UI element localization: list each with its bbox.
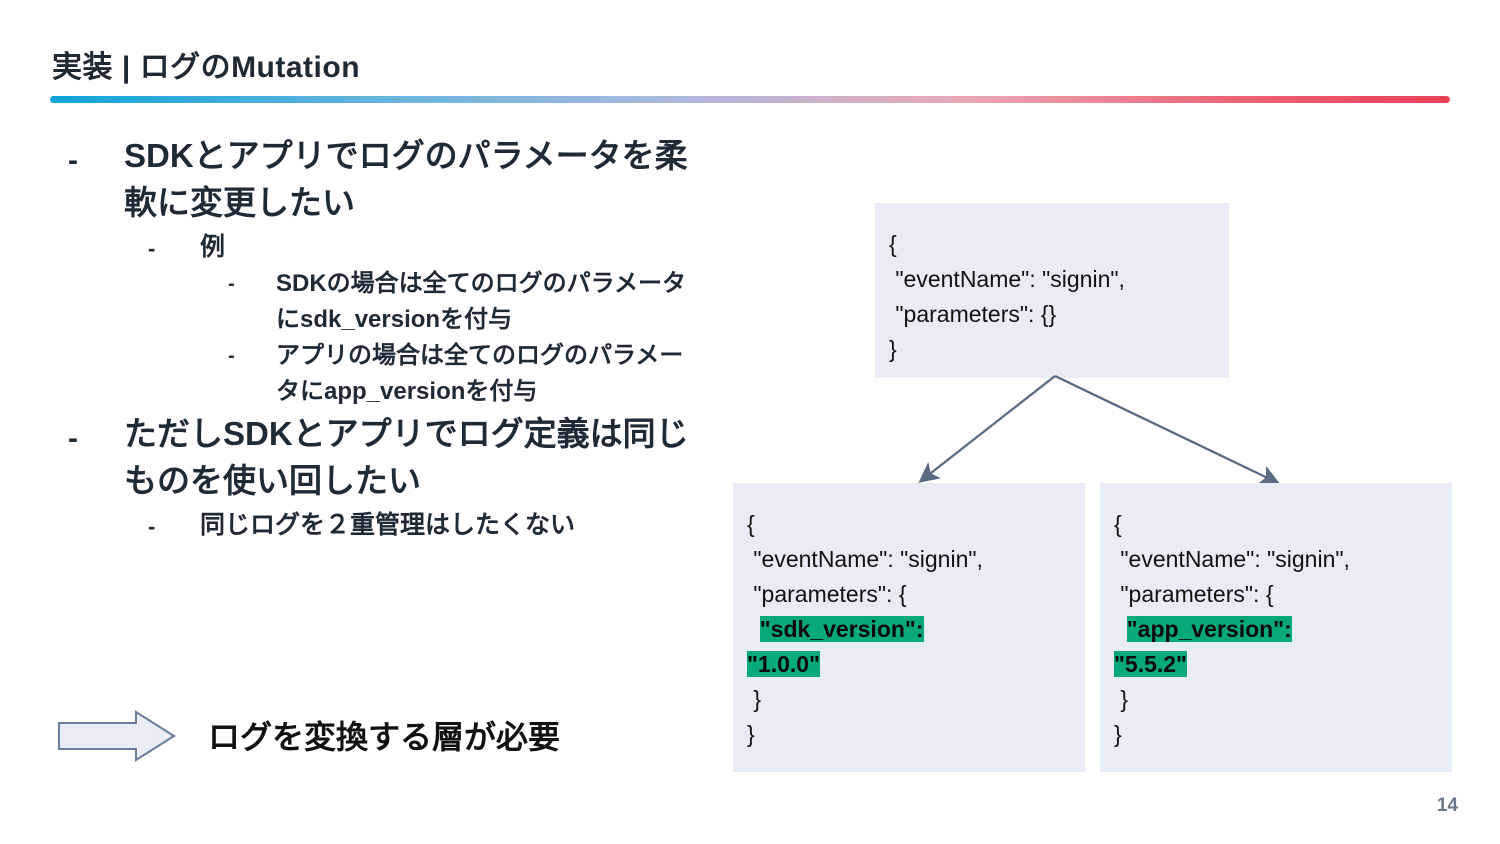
list-item-label: SDKの場合は全てのログのパラメータにsdk_versionを付与	[276, 270, 686, 333]
list-item-label: SDKとアプリでログのパラメータを柔軟に変更したい	[124, 137, 688, 221]
bullet-dash-icon: -	[228, 345, 235, 367]
list-item-label: ただしSDKとアプリでログ定義は同じものを使い回したい	[124, 415, 689, 499]
bullet-dash-icon: -	[148, 514, 156, 539]
list-item-label: アプリの場合は全てのログのパラメータにapp_versionを付与	[276, 342, 684, 405]
connector-arrow-left	[918, 375, 1056, 483]
json-suffix-lines: } }	[747, 686, 762, 747]
bullet-dash-icon: -	[68, 422, 78, 455]
title-gradient-rule	[50, 96, 1450, 103]
list-item: - SDKとアプリでログのパラメータを柔軟に変更したい	[0, 132, 720, 226]
sdk-version-json-box: { "eventName": "signin", "parameters": {…	[733, 483, 1085, 772]
list-item: - 同じログを２重管理はしたくない	[0, 506, 720, 544]
bullet-dash-icon: -	[148, 236, 156, 261]
highlight-value: "1.0.0"	[747, 651, 820, 677]
right-block-arrow-icon	[58, 710, 176, 762]
bullet-list: - SDKとアプリでログのパラメータを柔軟に変更したい - 例 - SDKの場合…	[0, 132, 720, 544]
bullet-dash-icon: -	[228, 273, 235, 295]
list-item: - 例	[0, 228, 720, 266]
callout-text: ログを変換する層が必要	[208, 719, 561, 755]
list-item: - アプリの場合は全てのログのパラメータにapp_versionを付与	[0, 338, 720, 410]
json-prefix-lines: { "eventName": "signin", "parameters": {	[1114, 511, 1350, 607]
app-version-json-box: { "eventName": "signin", "parameters": {…	[1100, 483, 1452, 772]
source-json-code: { "eventName": "signin", "parameters": {…	[889, 231, 1125, 362]
source-json-box: { "eventName": "signin", "parameters": {…	[875, 203, 1229, 378]
list-item-label: 例	[200, 233, 226, 261]
connector-arrow-right	[1054, 374, 1281, 485]
highlight-value: "5.5.2"	[1114, 651, 1187, 677]
page-title: 実装 | ログのMutation	[52, 51, 361, 84]
bullet-dash-icon: -	[68, 144, 78, 177]
page-number: 14	[1436, 795, 1458, 816]
highlight-key: "sdk_version":	[759, 616, 924, 642]
list-item: - SDKの場合は全てのログのパラメータにsdk_versionを付与	[0, 266, 720, 338]
connector-arrows	[918, 374, 1281, 485]
list-item: - ただしSDKとアプリでログ定義は同じものを使い回したい	[0, 410, 720, 504]
highlight-key: "app_version":	[1126, 616, 1292, 642]
list-item-label: 同じログを２重管理はしたくない	[200, 511, 576, 539]
json-prefix-lines: { "eventName": "signin", "parameters": {	[747, 511, 983, 607]
json-suffix-lines: } }	[1114, 686, 1129, 747]
